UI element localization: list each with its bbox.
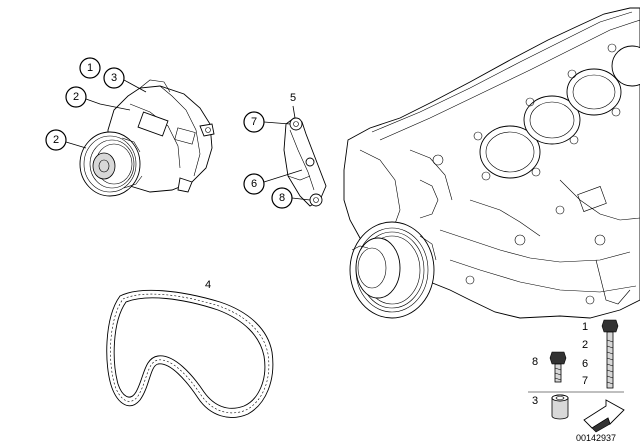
callout-1: 1	[87, 62, 93, 74]
callout-2-lower-circle	[45, 129, 67, 151]
ac-compressor	[79, 79, 215, 197]
legend-7: 7	[582, 375, 588, 387]
callout-3-circle	[103, 67, 125, 89]
callout-1-circle	[79, 57, 101, 79]
legend-6: 6	[582, 358, 588, 370]
engine-block	[343, 7, 640, 319]
poly-v-belt	[106, 289, 274, 418]
reference-number: 00142937	[576, 433, 616, 443]
callout-8: 8	[279, 192, 285, 204]
callout-2-upper-circle	[65, 86, 87, 108]
callout-5: 5	[290, 92, 296, 104]
legend-1: 1	[582, 321, 588, 333]
legend-8: 8	[532, 356, 538, 368]
callout-3: 3	[111, 72, 117, 84]
callout-6: 6	[251, 178, 257, 190]
legend-2: 2	[582, 339, 588, 351]
callout-6-circle	[243, 173, 265, 195]
legend-3: 3	[532, 395, 538, 407]
callout-2-lower: 2	[53, 134, 59, 146]
callout-2-upper: 2	[73, 91, 79, 103]
long-bolt-icon	[601, 319, 619, 389]
bracket	[283, 117, 327, 207]
arrow-symbol-icon	[583, 399, 625, 433]
legend-area	[528, 319, 625, 433]
short-bolt-icon	[549, 351, 567, 383]
callout-4: 4	[205, 279, 211, 291]
callout-7: 7	[251, 116, 257, 128]
sleeve-icon	[551, 394, 569, 420]
